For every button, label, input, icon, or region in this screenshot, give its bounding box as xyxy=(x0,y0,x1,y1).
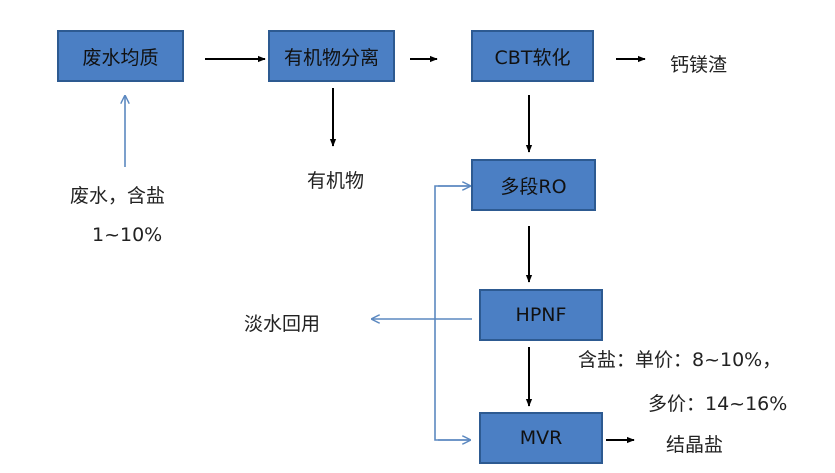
label-feed-salinity: 1~10% xyxy=(92,224,163,246)
label-crystal-salt: 结晶盐 xyxy=(666,434,724,456)
label-organics: 有机物 xyxy=(307,170,365,192)
box-organic-separation: 有机物分离 xyxy=(268,30,395,82)
box-wastewater-homogenization: 废水均质 xyxy=(57,30,184,82)
label-salt-multivalent: 多价：14~16% xyxy=(648,393,788,415)
label-salt-monovalent: 含盐：单价：8~10%， xyxy=(578,349,782,371)
box-cbt-softening: CBT软化 xyxy=(471,30,594,82)
box-hpnf: HPNF xyxy=(479,289,603,341)
fresh-water-return-line xyxy=(434,185,470,441)
box-multistage-ro: 多段RO xyxy=(471,159,596,211)
label-fresh-water-reuse: 淡水回用 xyxy=(244,313,321,335)
box-mvr: MVR xyxy=(479,412,603,464)
label-feed-wastewater: 废水，含盐 xyxy=(70,185,166,207)
label-ca-mg-residue: 钙镁渣 xyxy=(670,54,728,76)
